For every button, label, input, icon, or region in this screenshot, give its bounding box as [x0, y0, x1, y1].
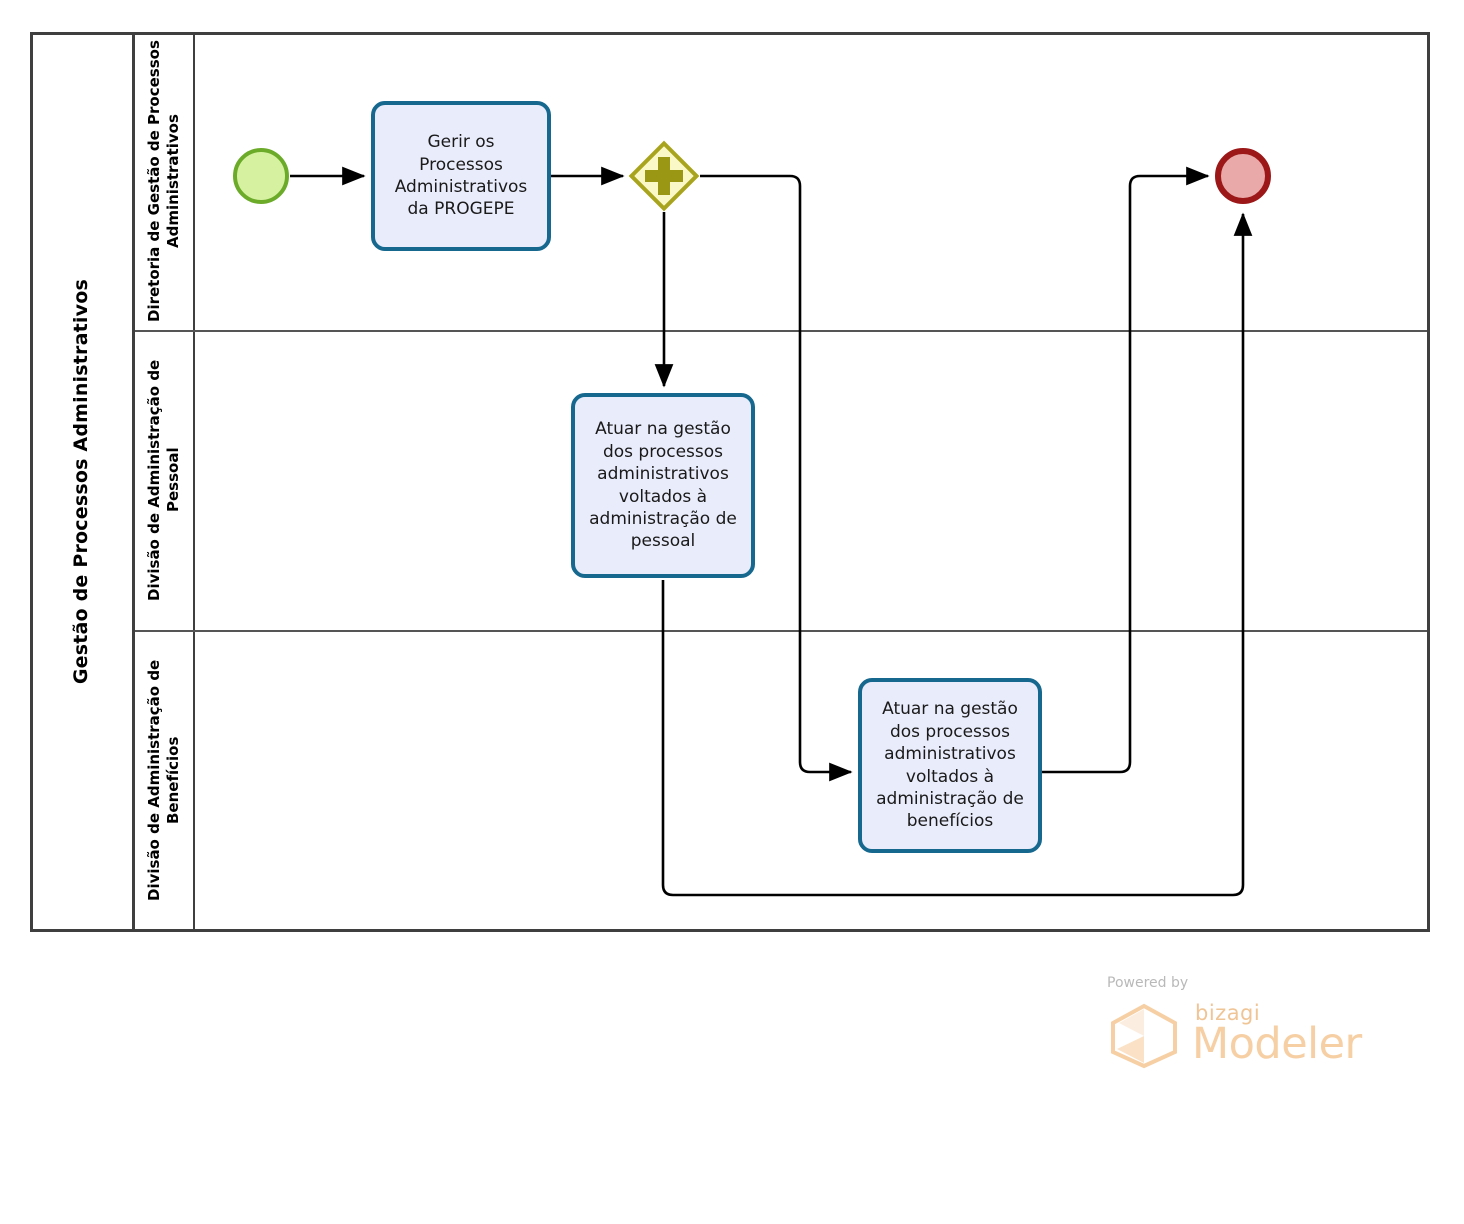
- end-event[interactable]: [1215, 148, 1271, 204]
- bizagi-watermark: Powered by bizagi Modeler: [1107, 975, 1367, 1070]
- pool-title-label: Gestão de Processos Administrativos: [70, 279, 92, 685]
- start-event[interactable]: [233, 148, 289, 204]
- parallel-gateway[interactable]: [628, 140, 700, 212]
- task-atuar-beneficios-label: Atuar na gestão dos processos administra…: [876, 699, 1024, 832]
- pool-title: Gestão de Processos Administrativos: [30, 32, 135, 932]
- bizagi-wordmark: bizagi: [1195, 1001, 1261, 1025]
- task-gerir-processos[interactable]: Gerir os Processos Administrativos da PR…: [371, 101, 551, 251]
- lane-label-beneficios-text: Divisão de Administração de Benefícios: [145, 659, 182, 901]
- gateway-plus-icon-vertical: [658, 157, 670, 195]
- lane-label-pessoal: Divisão de Administração de Pessoal: [135, 330, 195, 630]
- lane-separator-1: [135, 330, 1427, 332]
- task-atuar-pessoal-label: Atuar na gestão dos processos administra…: [589, 419, 737, 552]
- task-gerir-label: Gerir os Processos Administrativos da PR…: [394, 132, 528, 220]
- modeler-wordmark: Modeler: [1192, 1019, 1362, 1069]
- lane-label-diretoria-text: Diretoria de Gestão de Processos Adminis…: [145, 40, 182, 322]
- lane-label-diretoria: Diretoria de Gestão de Processos Adminis…: [135, 32, 195, 330]
- task-atuar-beneficios[interactable]: Atuar na gestão dos processos administra…: [858, 678, 1042, 853]
- lane-label-beneficios: Divisão de Administração de Benefícios: [135, 630, 195, 930]
- powered-by-label: Powered by: [1107, 975, 1189, 991]
- lane-separator-2: [135, 630, 1427, 632]
- lane-label-pessoal-text: Divisão de Administração de Pessoal: [145, 359, 182, 601]
- bizagi-logo-icon: [1111, 1003, 1177, 1069]
- task-atuar-pessoal[interactable]: Atuar na gestão dos processos administra…: [571, 393, 755, 578]
